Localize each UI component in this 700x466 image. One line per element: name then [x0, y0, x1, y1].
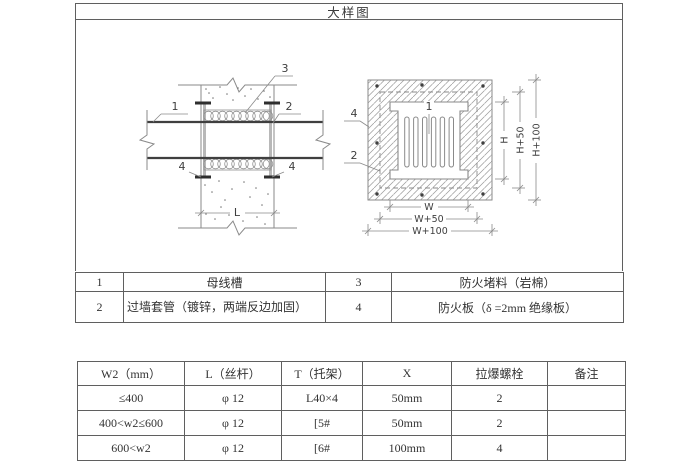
busbar-run	[138, 110, 332, 170]
spec-table: W2（mm） L（丝杆） T（托架） X 拉爆螺栓 备注 ≤400 φ 12 L…	[77, 361, 626, 461]
legend-table: 1 母线槽 3 防火堵料（岩棉） 2 过墙套管（镀锌，两端反边加固） 4 防火板…	[75, 272, 624, 323]
dim-h-label: H	[500, 136, 511, 143]
title-bar: 大样图	[76, 4, 622, 20]
spec-row: 600<w2 φ 12 [6# 100mm 4	[77, 435, 626, 461]
legend-row: 2 过墙套管（镀锌，两端反边加固） 4 防火板（δ =2mm 绝缘板）	[75, 291, 624, 323]
callout-board-front: 4	[351, 107, 358, 120]
spec-header: 拉爆螺栓	[451, 361, 548, 386]
legend-desc: 过墙套管（镀锌，两端反边加固）	[123, 291, 326, 323]
spec-cell: φ 12	[184, 435, 282, 461]
dim-w100-label: W+100	[412, 226, 448, 237]
dim-L-label: L	[234, 206, 241, 219]
sleeve-outline-dashed	[379, 91, 478, 189]
front-leaders	[344, 120, 381, 172]
spec-cell	[547, 385, 626, 411]
dim-w-label: W	[424, 202, 434, 213]
legend-desc: 防火堵料（岩棉）	[391, 272, 624, 292]
legend-desc: 防火板（δ =2mm 绝缘板）	[391, 291, 624, 323]
spec-cell	[547, 410, 626, 436]
rockwool-packing	[203, 109, 274, 171]
spec-cell: 100mm	[362, 435, 452, 461]
spec-cell: 2	[451, 410, 548, 436]
sleeve-flange-marks	[195, 101, 280, 179]
section-leaders	[152, 75, 301, 178]
callout-board-left: 4	[179, 160, 186, 173]
spec-header: 备注	[547, 361, 626, 386]
spec-header-row: W2（mm） L（丝杆） T（托架） X 拉爆螺栓 备注	[77, 361, 626, 386]
callout-busbar-front: 1	[426, 100, 433, 113]
page-title: 大样图	[327, 6, 371, 20]
spec-cell: [6#	[281, 435, 363, 461]
spec-row: ≤400 φ 12 L40×4 50mm 2	[77, 385, 626, 411]
spec-cell: φ 12	[184, 385, 282, 411]
spec-cell: [5#	[281, 410, 363, 436]
callout-sleeve: 2	[286, 100, 293, 113]
callout-board-right: 4	[289, 160, 296, 173]
spec-cell: 4	[451, 435, 548, 461]
dim-w50-label: W+50	[414, 214, 443, 225]
spec-cell: L40×4	[281, 385, 363, 411]
spec-cell: 50mm	[362, 385, 452, 411]
spec-cell: φ 12	[184, 410, 282, 436]
dims-width: W W+50 W+100	[362, 200, 498, 237]
section-view: 1 2 3 4 4 L	[138, 62, 332, 236]
spec-cell: 400<w2≤600	[77, 410, 185, 436]
wall-sleeve	[195, 101, 280, 179]
dim-h50-label: H+50	[516, 126, 527, 153]
spec-row: 400<w2≤600 φ 12 [5# 50mm 2	[77, 410, 626, 436]
detail-drawing: 1 2 3 4 4 L	[138, 62, 543, 237]
dim-h100-label: H+100	[532, 123, 543, 156]
anchor-bolts	[375, 83, 485, 197]
spec-header: W2（mm）	[77, 361, 185, 386]
legend-no: 1	[75, 272, 124, 292]
busbar-face: 1	[389, 100, 469, 180]
spec-cell: ≤400	[77, 385, 185, 411]
spec-cell	[547, 435, 626, 461]
concrete-stipple	[204, 86, 271, 225]
front-view: 1 4 2	[344, 74, 543, 237]
busbar-fins	[404, 116, 455, 168]
spec-header: L（丝杆）	[184, 361, 282, 386]
dims-height: H H+50 H+100	[495, 74, 543, 206]
callout-rockwool: 3	[282, 62, 289, 75]
spec-header: T（托架）	[281, 361, 363, 386]
spec-cell: 50mm	[362, 410, 452, 436]
wall-concrete	[178, 77, 297, 236]
legend-row: 1 母线槽 3 防火堵料（岩棉）	[75, 272, 624, 292]
spec-cell: 2	[451, 385, 548, 411]
legend-no: 3	[325, 272, 392, 292]
spec-header: X	[362, 361, 452, 386]
callout-busbar: 1	[172, 100, 179, 113]
dim-wall-thickness: L	[195, 206, 280, 219]
legend-no: 4	[325, 291, 392, 323]
callout-sleeve-front: 2	[351, 149, 358, 162]
spec-cell: 600<w2	[77, 435, 185, 461]
legend-desc: 母线槽	[123, 272, 326, 292]
legend-no: 2	[75, 291, 124, 323]
